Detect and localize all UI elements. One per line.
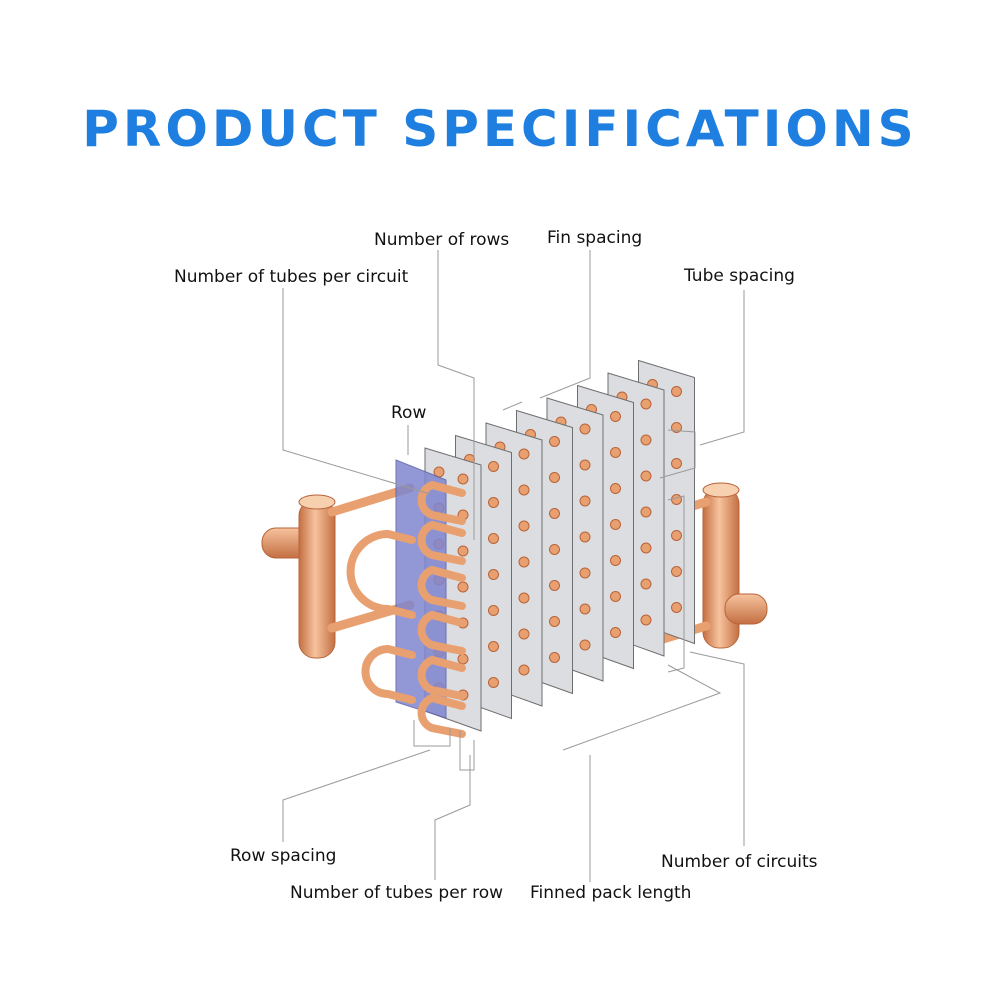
tube-end (549, 508, 560, 519)
tube-end (488, 677, 499, 688)
tube-end (640, 434, 652, 446)
tube-end (579, 603, 591, 615)
tube-end (488, 569, 499, 580)
tube-end (457, 581, 469, 593)
tube-end (579, 495, 591, 507)
tube-end (640, 506, 652, 518)
u-bend (417, 655, 466, 700)
tube-end (579, 567, 591, 579)
tube-end (671, 566, 682, 577)
left-header-tube (261, 494, 336, 659)
label-fin-spacing: Fin spacing (547, 228, 642, 248)
tube-end (610, 627, 621, 638)
tube-end (518, 520, 530, 532)
tube-end (518, 664, 530, 676)
tube-end (579, 459, 591, 471)
tube-end (518, 628, 530, 640)
tube-end (549, 652, 560, 663)
tube-end (457, 473, 469, 485)
tube-end (518, 592, 530, 604)
tube-end (640, 614, 652, 626)
tube-end (610, 447, 621, 458)
tube-end (671, 530, 682, 541)
u-bend-tubes (346, 480, 466, 738)
tube-end (488, 605, 499, 616)
label-tubes-per-row: Number of tubes per row (290, 883, 503, 903)
tube-end (549, 544, 560, 555)
label-finned-pack-length: Finned pack length (530, 883, 691, 903)
right-header-tube (702, 482, 768, 649)
tube-end (549, 436, 560, 447)
tube-end (518, 484, 530, 496)
tube-end (549, 616, 560, 627)
label-tubes-per-circuit: Number of tubes per circuit (174, 267, 409, 287)
tube-end (518, 448, 530, 460)
tube-end (610, 519, 621, 530)
tube-end (549, 580, 560, 591)
label-number-of-rows: Number of rows (374, 230, 509, 250)
u-bend (417, 520, 466, 565)
tube-end (610, 555, 621, 566)
tube-end (488, 461, 499, 472)
tube-end (671, 386, 682, 397)
tube-end (488, 641, 499, 652)
tube-end (518, 556, 530, 568)
leader-lines (282, 250, 745, 882)
tube-end (457, 653, 469, 665)
label-tube-spacing: Tube spacing (683, 266, 795, 286)
u-bend-large (346, 529, 416, 619)
label-number-of-circuits: Number of circuits (661, 852, 818, 872)
tube-end (610, 591, 621, 602)
tube-end (610, 411, 621, 422)
tube-end (610, 483, 621, 494)
tube-end (671, 494, 682, 505)
tube-end (579, 639, 591, 651)
label-row: Row (391, 403, 426, 423)
tube-end (579, 423, 591, 435)
tube-end (640, 542, 652, 554)
tube-end (671, 458, 682, 469)
tube-end (640, 398, 652, 410)
tube-end (640, 470, 652, 482)
tube-end (457, 545, 469, 557)
u-bend (417, 610, 466, 655)
label-row-spacing: Row spacing (230, 846, 336, 866)
tube-end (488, 497, 499, 508)
tube-end (640, 578, 652, 590)
tube-end (488, 533, 499, 544)
tube-end (579, 531, 591, 543)
page-title: PRODUCT SPECIFICATIONS (82, 100, 918, 158)
tube-end (549, 472, 560, 483)
u-bend (417, 693, 466, 738)
fin-plates (424, 359, 695, 732)
u-bend (417, 565, 466, 610)
u-bend-large (361, 644, 416, 704)
u-bend (417, 480, 466, 525)
tube-end (671, 602, 682, 613)
